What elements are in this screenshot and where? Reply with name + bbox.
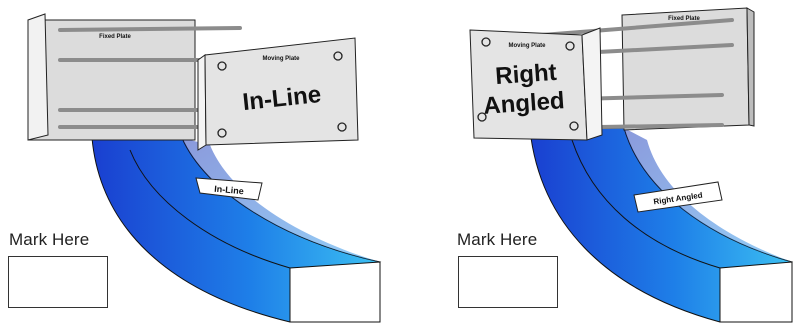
mark-here-box-left[interactable] [8,256,108,308]
in-line-tag: In-Line [195,177,263,201]
right-angled-tag: Right Angled [633,181,723,213]
bend-body [91,137,382,323]
in-line-illustration: In-Line Fixed Plate Moving Plate In-Line [27,13,382,323]
tie-rods [58,26,242,129]
mark-here-label-left: Mark Here [9,230,90,249]
mark-here-box-right[interactable] [458,256,558,308]
in-line-panel: In-Line Fixed Plate Moving Plate In-Line [0,0,402,325]
moving-plate-front: Moving Plate In-Line [197,37,359,151]
fixed-plate-label: Fixed Plate [99,34,131,40]
moving-plate-label: Moving Plate [508,43,546,49]
fixed-plate-back: Fixed Plate [621,7,755,131]
fixed-plate-label: Fixed Plate [668,16,700,22]
right-angled-illustration: Right Angled Fixed Plate Moving Plate Ri… [469,7,794,323]
moving-plate-front: Moving Plate Right Angled [469,27,603,141]
right-angled-plate-title-line1: Right [494,59,557,90]
fixed-plate-back: Fixed Plate [27,13,196,141]
moving-plate-label: Moving Plate [262,56,300,62]
right-angled-plate-title-line2: Angled [482,87,565,120]
in-line-tag-label: In-Line [214,184,244,197]
mark-here-label-right: Mark Here [457,230,538,249]
right-angled-panel: Right Angled Fixed Plate Moving Plate Ri… [402,0,804,325]
bend-body [529,127,794,323]
